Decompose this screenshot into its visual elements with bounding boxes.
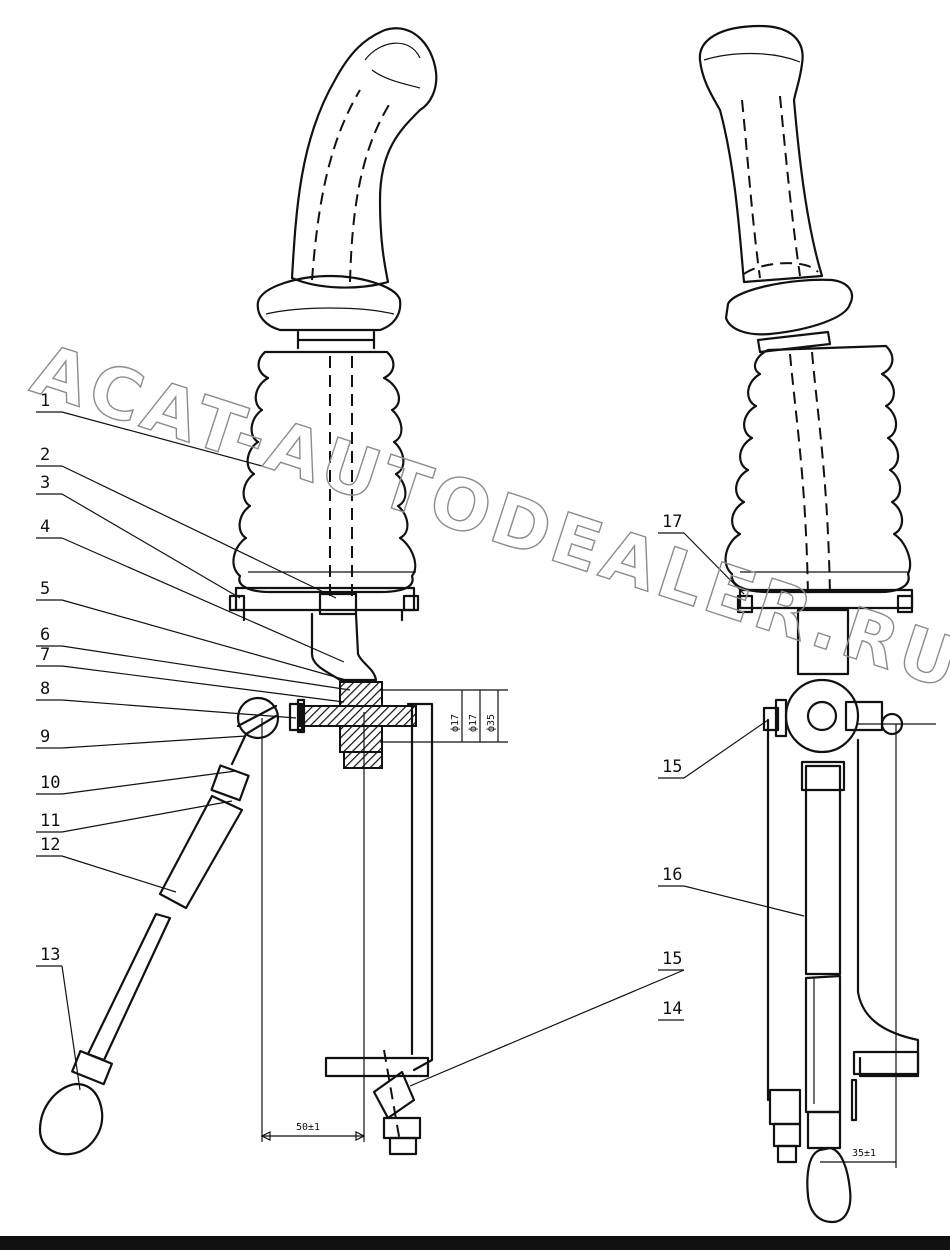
part-label-14: 14 (662, 999, 682, 1019)
watermark: ACAT-AUTODEALER.RU (23, 328, 950, 706)
leader-line-17 (683, 532, 745, 595)
part-label-13: 13 (40, 945, 60, 965)
part-label-9: 9 (40, 727, 50, 747)
dim-d3: ф35 (485, 714, 497, 732)
dim-right-spacing: 35±1 (852, 1148, 876, 1159)
left-view: 50±1 ф17 ф17 ф35 (38, 27, 508, 1156)
part-label-7: 7 (40, 645, 50, 665)
left-handle-cap (256, 274, 402, 332)
right-knob (806, 1146, 852, 1224)
part-label-10: 10 (40, 773, 60, 793)
part-label-3: 3 (40, 473, 50, 493)
lower-knob (38, 1082, 104, 1156)
part-label-17: 17 (662, 512, 682, 532)
leader-line-8 (61, 699, 297, 719)
leader-line-5 (61, 599, 347, 681)
part-label-5: 5 (40, 579, 50, 599)
pivot-block (339, 681, 383, 707)
dim-left-spacing: 50±1 (296, 1122, 320, 1133)
part-label-15: 15 (662, 757, 682, 777)
leader-line-15 (409, 969, 685, 1087)
bottom-border (0, 1236, 950, 1250)
dim-d2: ф17 (467, 714, 479, 732)
part-label-1: 1 (40, 391, 50, 411)
right-handle-grip (698, 24, 824, 284)
pivot-bolt-right (784, 678, 860, 754)
part-label-12: 12 (40, 835, 60, 855)
leader-line-13 (61, 965, 81, 1091)
leader-line-3 (61, 493, 241, 599)
right-handle-cap (724, 278, 854, 336)
left-handle-grip (290, 27, 438, 289)
dim-d1: ф17 (449, 714, 461, 732)
leader-line-12 (61, 855, 177, 893)
leader-line-16 (683, 885, 805, 917)
left-bellows (232, 350, 417, 594)
leader-line-10 (61, 770, 237, 795)
leader-line-7 (61, 665, 345, 703)
leader-line-15 (683, 719, 769, 779)
leader-line-1 (61, 411, 263, 467)
leader-line-11 (61, 800, 233, 833)
leader-line-4 (61, 537, 345, 663)
part-label-15: 15 (662, 949, 682, 969)
part-label-6: 6 (40, 625, 50, 645)
part-label-4: 4 (40, 517, 50, 537)
ball-joint (236, 696, 280, 740)
part-label-2: 2 (40, 445, 50, 465)
leader-line-2 (61, 465, 337, 599)
right-bellows (724, 344, 912, 594)
right-view: 35±1 (698, 24, 936, 1224)
lower-rod (158, 794, 244, 910)
part-label-11: 11 (40, 811, 60, 831)
leader-line-6 (61, 645, 351, 691)
leader-line-9 (61, 735, 247, 749)
right-shaft (804, 764, 842, 976)
part-label-8: 8 (40, 679, 50, 699)
part-label-16: 16 (662, 865, 682, 885)
